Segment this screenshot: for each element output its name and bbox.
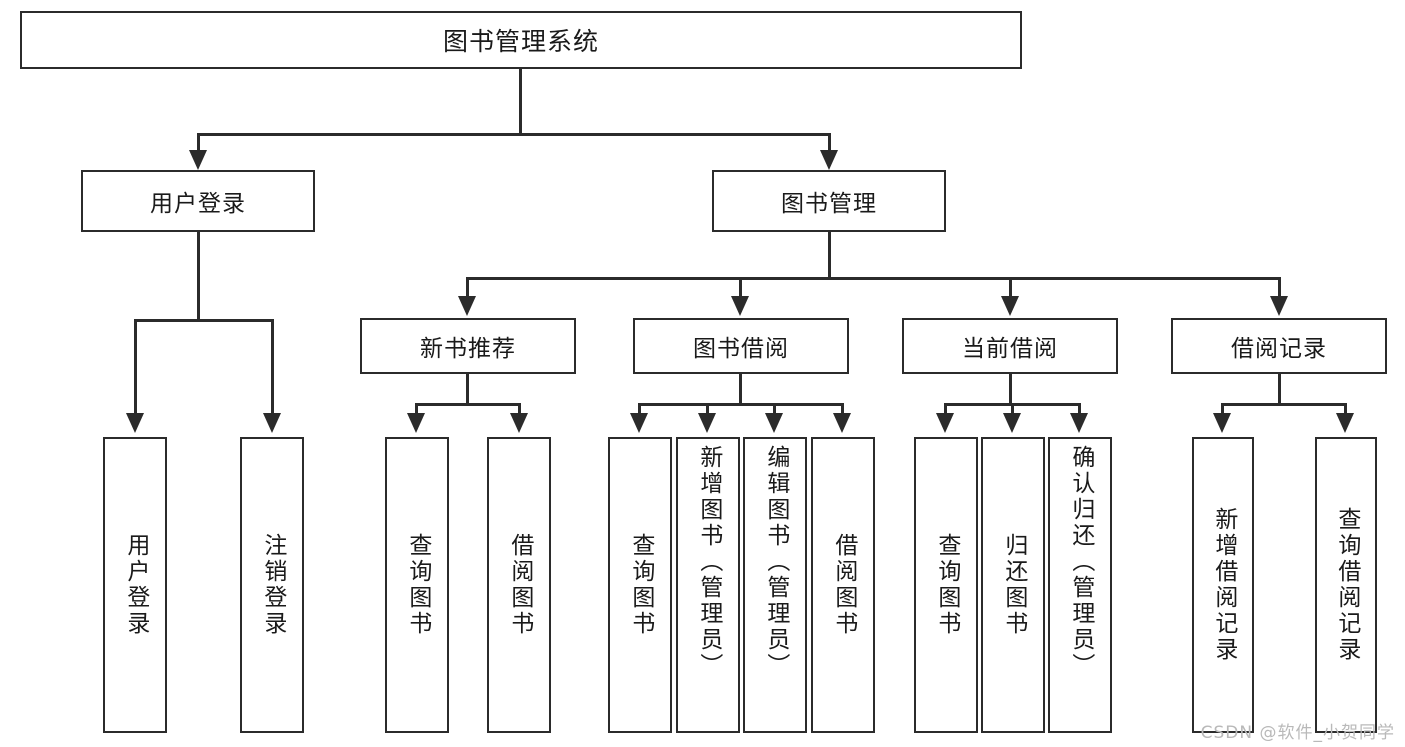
node-label: 用户登录: [150, 191, 246, 217]
node-label: 图书借阅: [693, 336, 789, 362]
arrowhead-nb-to-leaf-2: [510, 413, 528, 433]
leaf-new-book-1[interactable]: 查询图书: [385, 437, 449, 733]
connector-br-to-leaf-1: [1221, 403, 1224, 417]
node-label: 新增借阅记录: [1210, 507, 1237, 663]
node-label: 查询图书: [404, 533, 431, 637]
arrowhead-cb-to-leaf-1: [936, 413, 954, 433]
node-label: 用户登录: [122, 533, 149, 637]
connector-new-book-bus: [415, 403, 521, 406]
leaf-new-book-2[interactable]: 借阅图书: [487, 437, 551, 733]
connector-book-borrow-stem: [739, 374, 742, 406]
node-user-login[interactable]: 用户登录: [81, 170, 315, 232]
arrowhead-br-to-leaf-2: [1336, 413, 1354, 433]
arrowhead-bm-to-new-book: [458, 296, 476, 316]
connector-user-login-to-leaf-2: [271, 319, 274, 417]
node-label: 当前借阅: [962, 336, 1058, 362]
connector-user-login-stem: [197, 232, 200, 322]
node-label: 确认归还（管理员）: [1067, 445, 1094, 679]
connector-nb-to-leaf-1: [415, 403, 418, 417]
connector-book-management-bus: [466, 277, 1280, 280]
node-label: 新书推荐: [420, 336, 516, 362]
leaf-current-borrow-2[interactable]: 归还图书: [981, 437, 1045, 733]
leaf-user-login-1[interactable]: 用户登录: [103, 437, 167, 733]
leaf-book-borrow-2[interactable]: 新增图书（管理员）: [676, 437, 740, 733]
leaf-user-login-2[interactable]: 注销登录: [240, 437, 304, 733]
connector-book-management-stem: [828, 232, 831, 280]
node-book-borrow[interactable]: 图书借阅: [633, 318, 849, 374]
connector-nb-to-leaf-2: [518, 403, 521, 417]
connector-cb-to-leaf-3: [1078, 403, 1081, 417]
csdn-watermark: CSDN @软件_小贺同学: [1200, 723, 1395, 743]
arrowhead-bm-to-book-borrow: [731, 296, 749, 316]
connector-bm-to-book-borrow: [739, 277, 742, 301]
connector-bb-to-leaf-2: [706, 403, 709, 417]
arrowhead-cb-to-leaf-2: [1003, 413, 1021, 433]
connector-bm-to-current-borrow: [1009, 277, 1012, 301]
connector-root-stem: [519, 69, 522, 134]
leaf-book-borrow-3[interactable]: 编辑图书（管理员）: [743, 437, 807, 733]
leaf-current-borrow-3[interactable]: 确认归还（管理员）: [1048, 437, 1112, 733]
connector-borrow-record-stem: [1278, 374, 1281, 406]
node-label: 查询借阅记录: [1333, 507, 1360, 663]
connector-borrow-record-bus: [1221, 403, 1347, 406]
connector-current-borrow-stem: [1009, 374, 1012, 406]
connector-book-borrow-bus: [638, 403, 844, 406]
connector-bm-to-borrow-record: [1278, 277, 1281, 301]
connector-root-bus: [197, 133, 831, 136]
node-label: 注销登录: [259, 533, 286, 637]
node-root-book-management-system[interactable]: 图书管理系统: [20, 11, 1022, 69]
leaf-book-borrow-1[interactable]: 查询图书: [608, 437, 672, 733]
arrowhead-root-to-user-login: [189, 150, 207, 170]
arrowhead-nb-to-leaf-1: [407, 413, 425, 433]
connector-br-to-leaf-2: [1344, 403, 1347, 417]
connector-root-to-book-management: [828, 133, 831, 155]
arrowhead-bb-to-leaf-4: [833, 413, 851, 433]
node-label: 借阅图书: [506, 533, 533, 637]
connector-new-book-stem: [466, 374, 469, 406]
node-label: 图书管理: [781, 191, 877, 217]
connector-bm-to-new-book: [466, 277, 469, 301]
arrowhead-root-to-book-management: [820, 150, 838, 170]
leaf-borrow-record-2[interactable]: 查询借阅记录: [1315, 437, 1377, 733]
node-new-book-recommend[interactable]: 新书推荐: [360, 318, 576, 374]
connector-bb-to-leaf-1: [638, 403, 641, 417]
connector-cb-to-leaf-2: [1011, 403, 1014, 417]
node-book-management[interactable]: 图书管理: [712, 170, 946, 232]
arrowhead-bb-to-leaf-2: [698, 413, 716, 433]
arrowhead-bm-to-current-borrow: [1001, 296, 1019, 316]
node-label: 借阅记录: [1231, 336, 1327, 362]
arrowhead-user-login-to-leaf-2: [263, 413, 281, 433]
node-current-borrow[interactable]: 当前借阅: [902, 318, 1118, 374]
node-borrow-record[interactable]: 借阅记录: [1171, 318, 1387, 374]
leaf-current-borrow-1[interactable]: 查询图书: [914, 437, 978, 733]
connector-user-login-to-leaf-1: [134, 319, 137, 417]
arrowhead-bb-to-leaf-3: [765, 413, 783, 433]
node-label: 查询图书: [627, 533, 654, 637]
node-label: 新增图书（管理员）: [695, 445, 722, 679]
node-label: 查询图书: [933, 533, 960, 637]
arrowhead-cb-to-leaf-3: [1070, 413, 1088, 433]
arrowhead-user-login-to-leaf-1: [126, 413, 144, 433]
connector-bb-to-leaf-4: [841, 403, 844, 417]
node-label: 归还图书: [1000, 533, 1027, 637]
node-label: 图书管理系统: [442, 27, 599, 56]
arrowhead-bb-to-leaf-1: [630, 413, 648, 433]
connector-bb-to-leaf-3: [773, 403, 776, 417]
arrowhead-br-to-leaf-1: [1213, 413, 1231, 433]
node-label: 编辑图书（管理员）: [762, 445, 789, 679]
leaf-borrow-record-1[interactable]: 新增借阅记录: [1192, 437, 1254, 733]
leaf-book-borrow-4[interactable]: 借阅图书: [811, 437, 875, 733]
connector-root-to-user-login: [197, 133, 200, 155]
connector-cb-to-leaf-1: [944, 403, 947, 417]
connector-user-login-bus: [134, 319, 274, 322]
node-label: 借阅图书: [830, 533, 857, 637]
arrowhead-bm-to-borrow-record: [1270, 296, 1288, 316]
